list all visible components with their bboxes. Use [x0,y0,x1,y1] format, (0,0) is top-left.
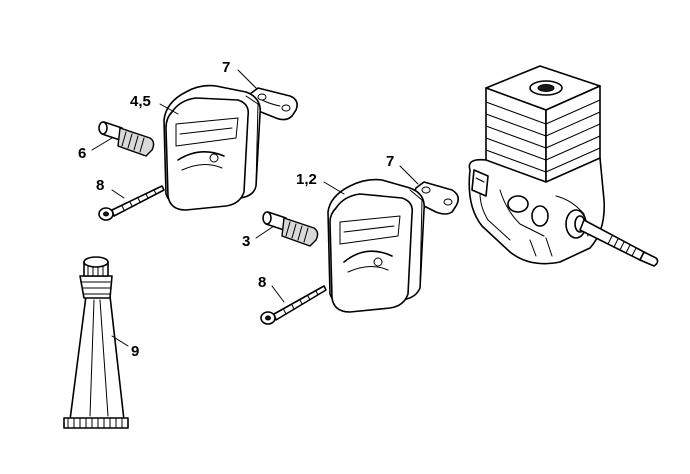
muffler-middle [327,178,426,313]
callout-spark-arrestor-top: 6 [78,145,86,162]
muffler-top [163,84,262,211]
callout-muffler-top: 4,5 [130,93,151,110]
spark-arrestor-top [98,121,155,157]
leader-lines [91,69,419,347]
callout-gasket-top: 7 [222,59,230,76]
callout-screw-top: 8 [96,177,104,194]
callout-spark-arrestor-middle: 3 [242,233,250,250]
grease-tube [63,256,129,429]
callout-grease-tube: 9 [131,343,139,360]
screw-bottom [260,285,327,325]
screw-top [98,185,165,221]
callout-muffler-middle: 1,2 [296,171,317,188]
callout-screw-bottom: 8 [258,274,266,291]
callout-gasket-middle: 7 [386,153,394,170]
spark-arrestor-middle [262,211,319,247]
engine-assembly [468,65,659,267]
